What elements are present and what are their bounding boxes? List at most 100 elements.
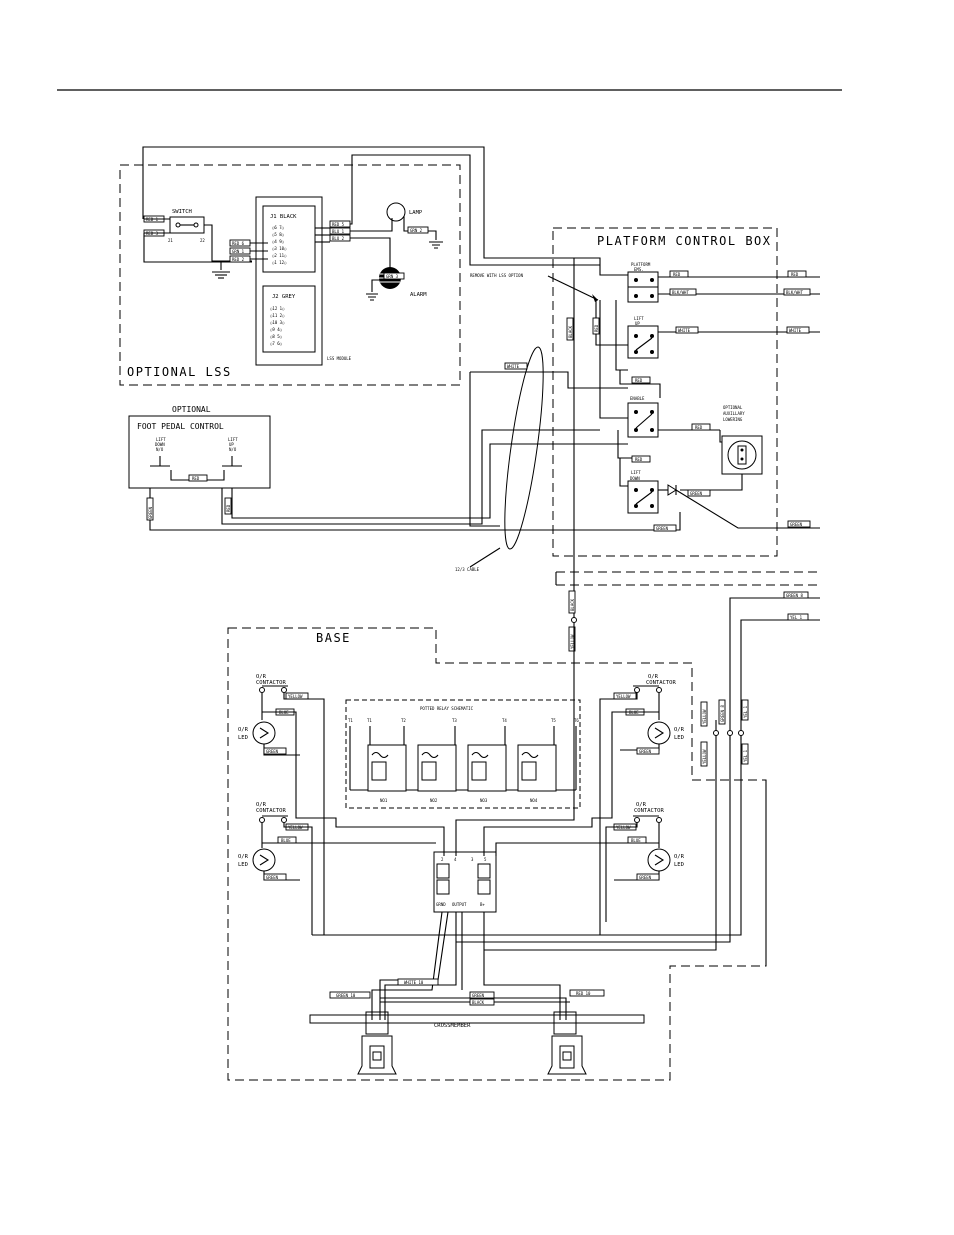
svg-text:WHITE: WHITE — [507, 364, 520, 369]
svg-text:GRN 3: GRN 3 — [386, 274, 399, 279]
pcb-aux-label: OPTIONAL — [723, 405, 743, 410]
lss-tag-red5: RED 5 — [329, 220, 351, 228]
svg-text:BLUE: BLUE — [631, 838, 641, 843]
pcb-lift-up-label: UP — [635, 321, 640, 326]
svg-text:GREEN: GREEN — [266, 749, 279, 754]
svg-text:YELLOW: YELLOW — [570, 634, 575, 649]
base-tag-yel1-r2: YEL 1 — [741, 743, 749, 765]
svg-text:RED: RED — [635, 457, 643, 462]
base-section: BASE BLACK YELLOW GREEN 8 YEL 1 YELLOW Y… — [227, 590, 820, 1081]
base-tag-yellow-tr: YELLOW — [613, 692, 637, 700]
j2-row: ○7 6○ — [270, 341, 283, 346]
lss-tag-grn3: GRN 3 — [383, 272, 405, 280]
j2-connector — [262, 285, 316, 353]
base-tag-green-bl: GREEN — [263, 873, 287, 881]
led-bl — [252, 848, 276, 872]
base-dashed-border — [227, 627, 767, 1081]
alarm-label: ALARM — [410, 292, 427, 298]
lamp-symbol — [386, 202, 406, 222]
pcb-platform-ems-label: EMS. — [634, 267, 644, 272]
contactor-label-bl: CONTACTOR — [256, 808, 286, 814]
relay-2 — [417, 744, 457, 792]
svg-text:WHITE: WHITE — [678, 328, 691, 333]
lamp-label: LAMP — [409, 210, 423, 216]
relay-terminal: T1 — [367, 718, 372, 723]
led-label-br: LED — [674, 862, 684, 868]
svg-text:YELLOW: YELLOW — [702, 709, 707, 724]
svg-text:BLK/WHT: BLK/WHT — [672, 290, 689, 295]
connector-left — [365, 1011, 389, 1035]
foot-tag-red: RED — [188, 474, 208, 482]
svg-text:RED: RED — [635, 378, 643, 383]
led-tl — [252, 721, 276, 745]
j2-row: ○11 2○ — [270, 313, 285, 318]
led-label-tl: O/R — [238, 727, 249, 733]
crossmember-label: CROSSMEMBER — [434, 1023, 471, 1029]
svg-text:WHITE: WHITE — [789, 328, 802, 333]
lss-title: OPTIONAL LSS — [127, 365, 232, 379]
svg-text:BLU 1: BLU 1 — [332, 229, 345, 234]
contactor-label-tl: O/R — [256, 674, 267, 680]
svg-text:RED 5: RED 5 — [332, 222, 345, 227]
base-title: BASE — [316, 631, 351, 645]
svg-text:GREEN: GREEN — [639, 749, 652, 754]
svg-text:GREEN: GREEN — [656, 526, 669, 531]
actuator-right — [547, 1035, 587, 1075]
foot-pedal-section: OPTIONAL FOOT PEDAL CONTROL LIFT DOWN N/… — [128, 405, 681, 531]
base-tag-yellow-tl: YELLOW — [285, 692, 309, 700]
base-tag-blue-bl: BLUE — [277, 836, 297, 844]
relay-terminal: T6 — [574, 718, 579, 723]
module-terminal: 3 — [471, 857, 474, 862]
pcb-tag-red-enable: RED — [631, 376, 651, 384]
pcb-tag-white: WHITE — [675, 326, 699, 334]
lss-tag-blu1: BLU 1 — [329, 227, 351, 235]
potted-relay-box — [345, 699, 581, 809]
pcb-tag-green-diode: GREEN — [687, 489, 711, 497]
svg-text:RED: RED — [594, 324, 599, 332]
contactor-label-br: CONTACTOR — [634, 808, 664, 814]
pcb-cable-label: 12/3 CABLE — [455, 567, 480, 572]
foot-lift-down-label: N/O — [156, 447, 164, 452]
svg-text:GREEN: GREEN — [639, 875, 652, 880]
svg-text:BLU 2: BLU 2 — [332, 236, 345, 241]
base-tag-green10: GREEN 10 — [329, 991, 371, 999]
pcb-lift-down-label: DOWN — [630, 476, 640, 481]
svg-text:BLACK: BLACK — [570, 598, 575, 611]
pcb-tag-blkwht-out: BLK/WHT — [783, 288, 811, 296]
module-bottom-label: OUTPUT — [452, 902, 467, 907]
pcb-tag-black: BLACK — [566, 317, 574, 341]
enable-switch — [627, 402, 659, 438]
module-bottom-label: GRND — [436, 902, 446, 907]
base-tag-red10: RED 10 — [569, 989, 605, 997]
base-tag-green8: GREEN 8 — [783, 591, 809, 599]
svg-text:GREEN 8: GREEN 8 — [786, 593, 803, 598]
lift-down-switch — [627, 480, 659, 514]
j1-row: ○5 8○ — [272, 232, 285, 237]
relay-name: NO1 — [380, 798, 388, 803]
base-tag-green8-r: GREEN 8 — [718, 699, 726, 725]
pcb-tag-red-vert: RED — [592, 317, 600, 335]
svg-text:WHITE 10: WHITE 10 — [404, 980, 424, 985]
base-tag-black-cross: BLACK — [469, 998, 495, 1006]
lss-tag-red6: RED 6 — [229, 239, 251, 247]
base-tag-yellow: YELLOW — [568, 626, 576, 652]
pcb-tag-white-out: WHITE — [786, 326, 810, 334]
pcb-lift-down-label: LIFT — [631, 470, 641, 475]
foot-lift-down-label: DOWN — [155, 442, 165, 447]
j2-row: ○8 5○ — [270, 334, 283, 339]
base-tag-yellow-r2: YELLOW — [700, 741, 708, 767]
base-tag-yel1: YEL 1 — [787, 613, 809, 621]
pcb-lift-up-label: LIFT — [634, 316, 644, 321]
base-tag-yel1-r1: YEL 1 — [741, 699, 749, 721]
svg-text:GREEN: GREEN — [790, 522, 803, 527]
svg-text:GREEN: GREEN — [472, 993, 485, 998]
j1-row: ○4 9○ — [272, 239, 285, 244]
svg-text:YEL 1: YEL 1 — [790, 615, 803, 620]
relay-title: POTTED RELAY SCHEMATIC — [420, 706, 474, 711]
lift-up-switch — [627, 325, 659, 359]
svg-text:RED 6: RED 6 — [232, 241, 245, 246]
svg-text:RED: RED — [695, 425, 703, 430]
lss-switch-contact-left — [175, 222, 181, 228]
pcb-tag-white-cable: WHITE — [504, 362, 528, 370]
